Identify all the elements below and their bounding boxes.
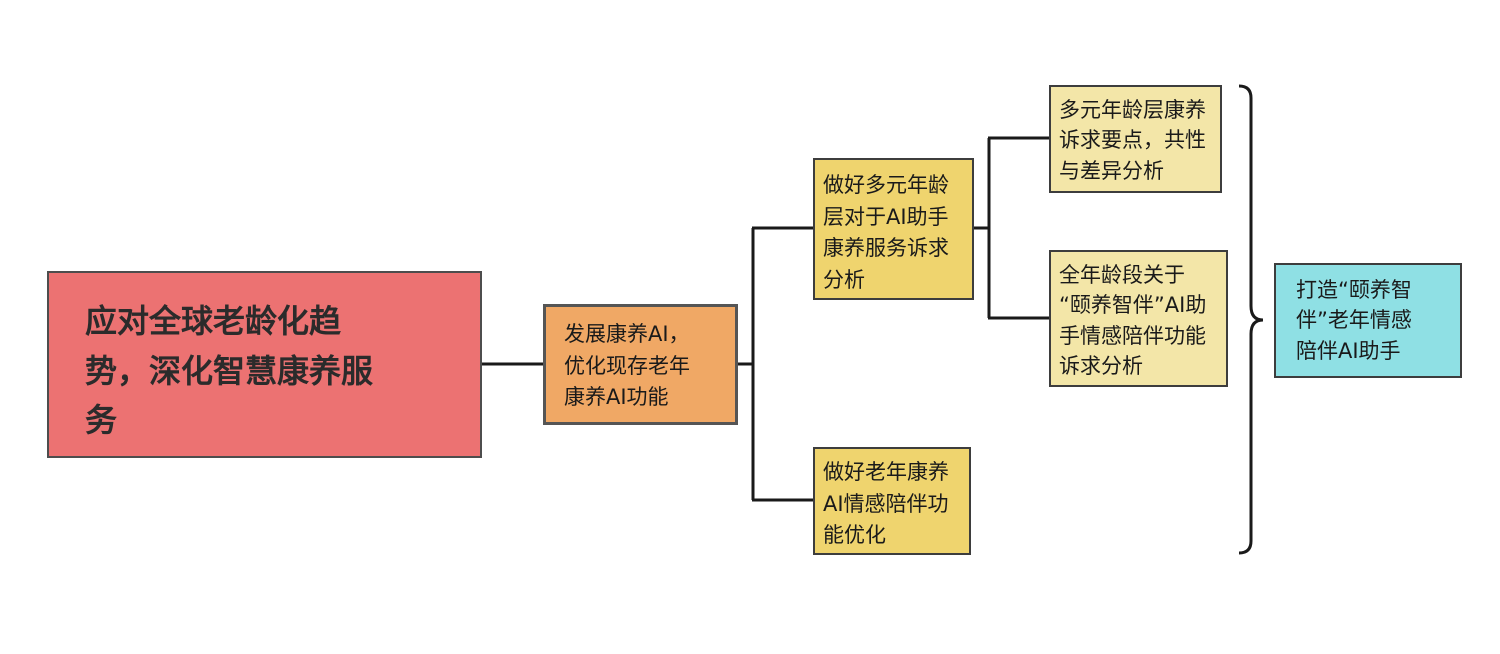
root-line: 务 bbox=[85, 401, 118, 440]
level1-line: 优化现存老年 bbox=[564, 353, 690, 378]
level2-line: AI情感陪伴功 bbox=[823, 491, 949, 516]
level3-line: 诉求分析 bbox=[1059, 354, 1143, 379]
level2-line: 层对于AI助手 bbox=[823, 204, 949, 229]
level2-line: 分析 bbox=[823, 267, 865, 292]
level3-line: 多元年龄层康养 bbox=[1059, 98, 1206, 122]
level2-node-emotional-companion: 做好老年康养 AI情感陪伴功 能优化 bbox=[813, 447, 971, 555]
level3-node-all-age-analysis: 全年龄段关于 “颐养智伴”AI助 手情感陪伴功能 诉求分析 bbox=[1049, 250, 1228, 387]
result-line: 陪伴AI助手 bbox=[1296, 338, 1401, 363]
result-line: 伴”老年情感 bbox=[1296, 308, 1412, 333]
result-line: 打造“颐养智 bbox=[1296, 278, 1412, 302]
level3-line: 全年龄段关于 bbox=[1059, 263, 1185, 287]
root-line: 势，深化智慧康养服 bbox=[85, 351, 374, 390]
level1-line: 康养AI功能 bbox=[564, 385, 669, 409]
level2-line: 做好老年康养 bbox=[823, 460, 949, 484]
level2-line: 能优化 bbox=[823, 523, 886, 547]
level2-line: 康养服务诉求 bbox=[823, 236, 949, 260]
level2-line: 做好多元年龄 bbox=[823, 173, 949, 197]
level3-line: 手情感陪伴功能 bbox=[1059, 323, 1206, 348]
root-node: 应对全球老龄化趋 势，深化智慧康养服 务 bbox=[47, 271, 482, 458]
level3-line: 与差异分析 bbox=[1059, 158, 1164, 183]
level3-node-age-group-analysis: 多元年龄层康养 诉求要点，共性 与差异分析 bbox=[1049, 85, 1222, 193]
level1-node: 发展康养AI， 优化现存老年 康养AI功能 bbox=[543, 304, 738, 425]
curly-brace bbox=[1238, 84, 1264, 555]
level3-line: “颐养智伴”AI助 bbox=[1059, 293, 1207, 318]
root-line: 应对全球老龄化趋 bbox=[85, 302, 342, 340]
level1-line: 发展康养AI， bbox=[564, 322, 690, 346]
result-node: 打造“颐养智 伴”老年情感 陪伴AI助手 bbox=[1274, 263, 1462, 378]
level2-node-demand-analysis: 做好多元年龄 层对于AI助手 康养服务诉求 分析 bbox=[813, 158, 974, 300]
level3-line: 诉求要点，共性 bbox=[1059, 128, 1206, 153]
